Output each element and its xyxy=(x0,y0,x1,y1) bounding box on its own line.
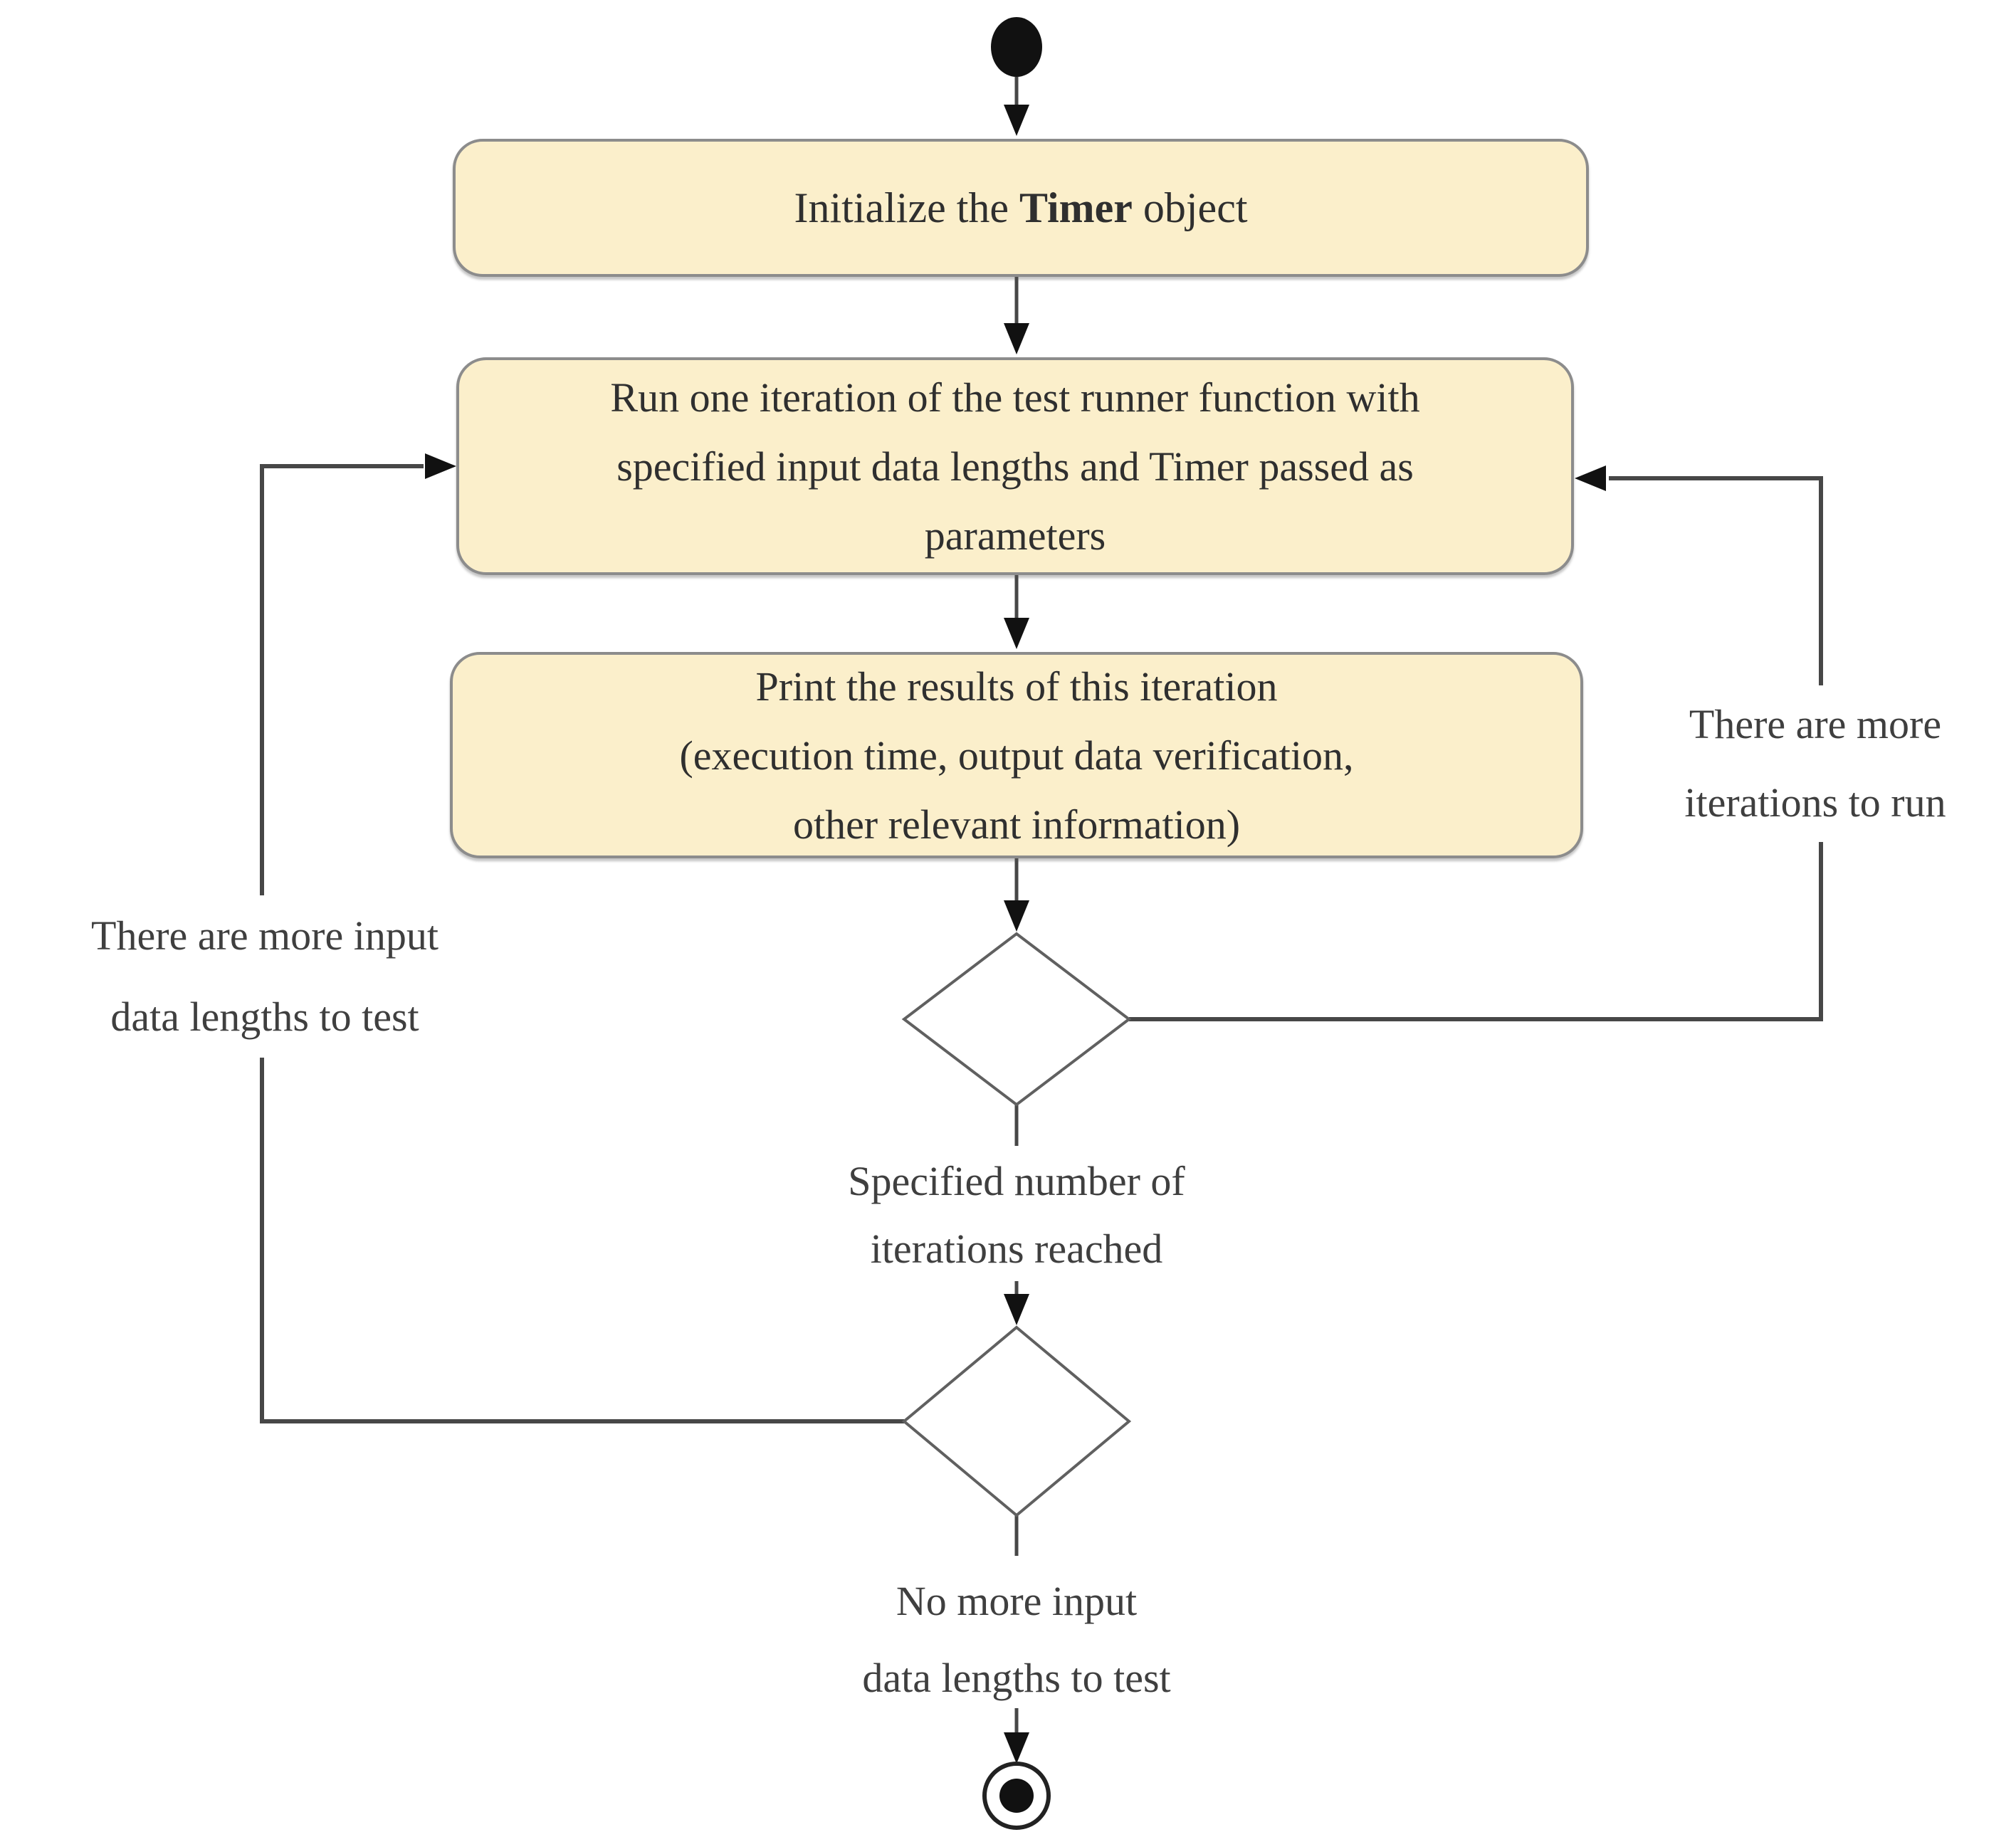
edge-label-iterations-reached-line1: Specified number of xyxy=(848,1158,1185,1204)
arrowhead-into-end xyxy=(1004,1732,1029,1764)
arrowhead-into-decision1 xyxy=(1004,900,1029,932)
final-node-inner-icon xyxy=(999,1779,1034,1813)
arrowhead-into-initialize xyxy=(1004,105,1029,136)
edge-label-more-iterations-line1: There are more xyxy=(1689,701,1942,747)
action-run-iteration-line2: specified input data lengths and Timer p… xyxy=(616,443,1414,490)
arrowhead-into-decision2 xyxy=(1004,1294,1029,1325)
action-run-iteration: Run one iteration of the test runner fun… xyxy=(456,357,1574,575)
action-print-results-line2: (execution time, output data verificatio… xyxy=(679,732,1354,779)
initial-node-icon xyxy=(991,17,1042,77)
action-initialize-timer-text: Initialize the Timer object xyxy=(794,184,1248,231)
arrowhead-into-print xyxy=(1004,618,1029,649)
edge-label-more-lengths: There are more input data lengths to tes… xyxy=(16,895,514,1058)
edge-label-iterations-reached: Specified number of iterations reached xyxy=(767,1147,1266,1283)
decision2-diamond xyxy=(901,1325,1132,1517)
action-print-results-line1: Print the results of this iteration xyxy=(755,663,1278,710)
arrowhead-into-run-top xyxy=(1004,323,1029,354)
action-print-results-line3: other relevant information) xyxy=(792,801,1241,848)
edge-label-no-more-lengths: No more input data lengths to test xyxy=(767,1563,1266,1717)
timer-bold-text: Timer xyxy=(1019,184,1133,231)
action-initialize-timer: Initialize the Timer object xyxy=(453,139,1589,277)
arrowhead-into-run-right xyxy=(1575,465,1606,491)
arrowhead-into-run-left xyxy=(425,453,456,479)
edge-label-more-iterations: There are more iterations to run xyxy=(1616,685,2015,842)
edge-label-more-lengths-line1: There are more input xyxy=(91,912,439,959)
edge-label-no-more-lengths-line2: data lengths to test xyxy=(862,1655,1171,1701)
action-print-results: Print the results of this iteration (exe… xyxy=(450,652,1583,858)
edge-label-more-lengths-line2: data lengths to test xyxy=(110,994,419,1040)
edge-label-iterations-reached-line2: iterations reached xyxy=(870,1226,1163,1272)
edge-label-more-iterations-line2: iterations to run xyxy=(1684,779,1946,826)
action-run-iteration-line3: parameters xyxy=(924,512,1106,559)
edge-label-no-more-lengths-line1: No more input xyxy=(896,1578,1138,1624)
decision1-diamond xyxy=(901,932,1132,1107)
action-run-iteration-line1: Run one iteration of the test runner fun… xyxy=(610,374,1420,421)
